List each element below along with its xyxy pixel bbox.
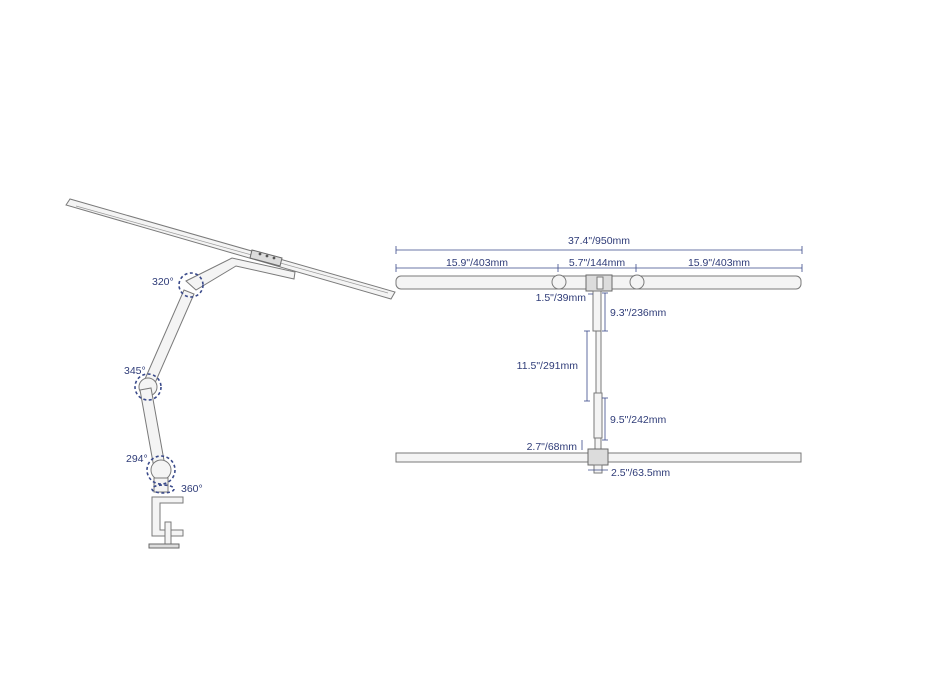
clamp-width-label: 2.5"/63.5mm [611,467,670,479]
lower-pivot-indicator [146,455,176,485]
base-joint [150,459,172,481]
control-panel [249,249,283,267]
upper-arm-label: 9.3"/236mm [610,307,667,319]
middle-joint-angle: 345° [124,365,146,377]
front-arm-upper [592,290,602,332]
top-pivot-indicator [178,272,204,298]
top-joint-angle: 320° [152,276,174,288]
center-section-label: 5.7"/144mm [569,257,626,269]
head-bracket [185,257,296,291]
left-panel-label: 15.9"/403mm [446,257,508,269]
lower-arm-label: 9.5"/242mm [610,414,667,426]
lamp-front-view: 37.4"/950mm 15.9"/403mm 5.7"/144mm 15.9"… [395,235,803,479]
lower-joint-angle: 294° [126,453,148,465]
arm-span-label: 11.5"/291mm [517,360,579,372]
right-panel-label: 15.9"/403mm [688,257,750,269]
middle-pivot-indicator [134,373,162,401]
upper-arm [144,289,195,384]
desk-clamp [151,496,184,537]
front-arm-lower [593,392,603,439]
head-depth-label: 1.5"/39mm [536,292,587,304]
total-width-label: 37.4"/950mm [568,235,630,247]
base-height-label: 2.7"/68mm [527,441,578,453]
swivel-indicator [151,484,175,494]
front-clamp [587,448,609,466]
lamp-side-view: 320° 345° 294° 360° [65,198,396,549]
base-swivel-angle: 360° [181,483,203,495]
